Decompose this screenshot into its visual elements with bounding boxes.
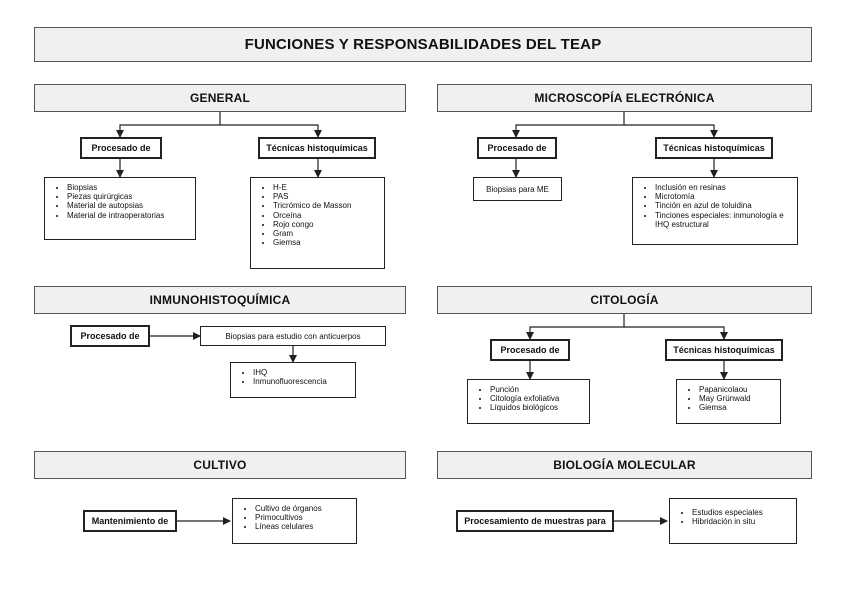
- inmuno-procesado-label: Procesado de: [70, 325, 150, 347]
- list-item: Citología exfoliativa: [490, 394, 581, 403]
- connector-cito-left: [526, 314, 625, 340]
- section-microscopia-heading: MICROSCOPÍA ELECTRÓNICA: [437, 84, 812, 112]
- connector-general-left: [116, 112, 221, 138]
- cito-tecnicas-list: Papanicolaou May Grünwald Giemsa: [676, 379, 781, 424]
- cito-tecnicas-label: Técnicas histoquímicas: [665, 339, 783, 361]
- list-item: Inmunofluorescencia: [253, 377, 347, 386]
- list-item: Piezas quirúrgicas: [67, 192, 187, 201]
- list-item: IHQ: [253, 368, 347, 377]
- list-item: Orceína: [273, 211, 376, 220]
- connector-cito-right: [624, 326, 728, 340]
- list-item: Papanicolaou: [699, 385, 772, 394]
- cultivo-items-list: Cultivo de órganos Primocultivos Líneas …: [232, 498, 357, 544]
- list-item: Rojo congo: [273, 220, 376, 229]
- list-item: Líquidos biológicos: [490, 403, 581, 412]
- list-item: Tinciones especiales: inmunología e IHQ …: [655, 211, 789, 229]
- connector-me-left: [512, 112, 625, 138]
- connector-general-right: [220, 124, 322, 138]
- me-procesado-note: Biopsias para ME: [473, 177, 562, 201]
- cito-procesado-list: Punción Citología exfoliativa Líquidos b…: [467, 379, 590, 424]
- list-item: Giemsa: [699, 403, 772, 412]
- list-item: H-E: [273, 183, 376, 192]
- list-item: Microtomía: [655, 192, 789, 201]
- section-cultivo-heading: CULTIVO: [34, 451, 406, 479]
- me-tecnicas-list: Inclusión en resinas Microtomía Tinción …: [632, 177, 798, 245]
- inmuno-items-list: IHQ Inmunofluorescencia: [230, 362, 356, 398]
- list-item: PAS: [273, 192, 376, 201]
- general-procesado-label: Procesado de: [80, 137, 162, 159]
- list-item: Cultivo de órganos: [255, 504, 348, 513]
- section-inmuno-heading: INMUNOHISTOQUÍMICA: [34, 286, 406, 314]
- general-tecnicas-list: H-E PAS Tricrómico de Masson Orceína Roj…: [250, 177, 385, 269]
- list-item: Primocultivos: [255, 513, 348, 522]
- section-general-heading: GENERAL: [34, 84, 406, 112]
- list-item: Giemsa: [273, 238, 376, 247]
- general-procesado-list: Biopsias Piezas quirúrgicas Material de …: [44, 177, 196, 240]
- bio-items-list: Estudios especiales Hibridación in situ: [669, 498, 797, 544]
- inmuno-biopsias-note: Biopsias para estudio con anticuerpos: [200, 326, 386, 346]
- list-item: Biopsias: [67, 183, 187, 192]
- general-tecnicas-label: Técnicas histoquímicas: [258, 137, 376, 159]
- bio-procesamiento-label: Procesamiento de muestras para: [456, 510, 614, 532]
- connector-me-right: [624, 124, 718, 138]
- list-item: Material de intraoperatorias: [67, 211, 187, 220]
- list-item: Líneas celulares: [255, 522, 348, 531]
- section-biologia-heading: BIOLOGÍA MOLECULAR: [437, 451, 812, 479]
- list-item: May Grünwald: [699, 394, 772, 403]
- cito-procesado-label: Procesado de: [490, 339, 570, 361]
- section-citologia-heading: CITOLOGÍA: [437, 286, 812, 314]
- me-tecnicas-label: Técnicas histoquímicas: [655, 137, 773, 159]
- list-item: Punción: [490, 385, 581, 394]
- page-title: FUNCIONES Y RESPONSABILIDADES DEL TEAP: [34, 27, 812, 62]
- list-item: Hibridación in situ: [692, 517, 788, 526]
- cultivo-mantenimiento-label: Mantenimiento de: [83, 510, 177, 532]
- list-item: Estudios especiales: [692, 508, 788, 517]
- list-item: Tinción en azul de toluidina: [655, 201, 789, 210]
- list-item: Tricrómico de Masson: [273, 201, 376, 210]
- me-procesado-label: Procesado de: [477, 137, 557, 159]
- list-item: Inclusión en resinas: [655, 183, 789, 192]
- list-item: Gram: [273, 229, 376, 238]
- list-item: Material de autopsias: [67, 201, 187, 210]
